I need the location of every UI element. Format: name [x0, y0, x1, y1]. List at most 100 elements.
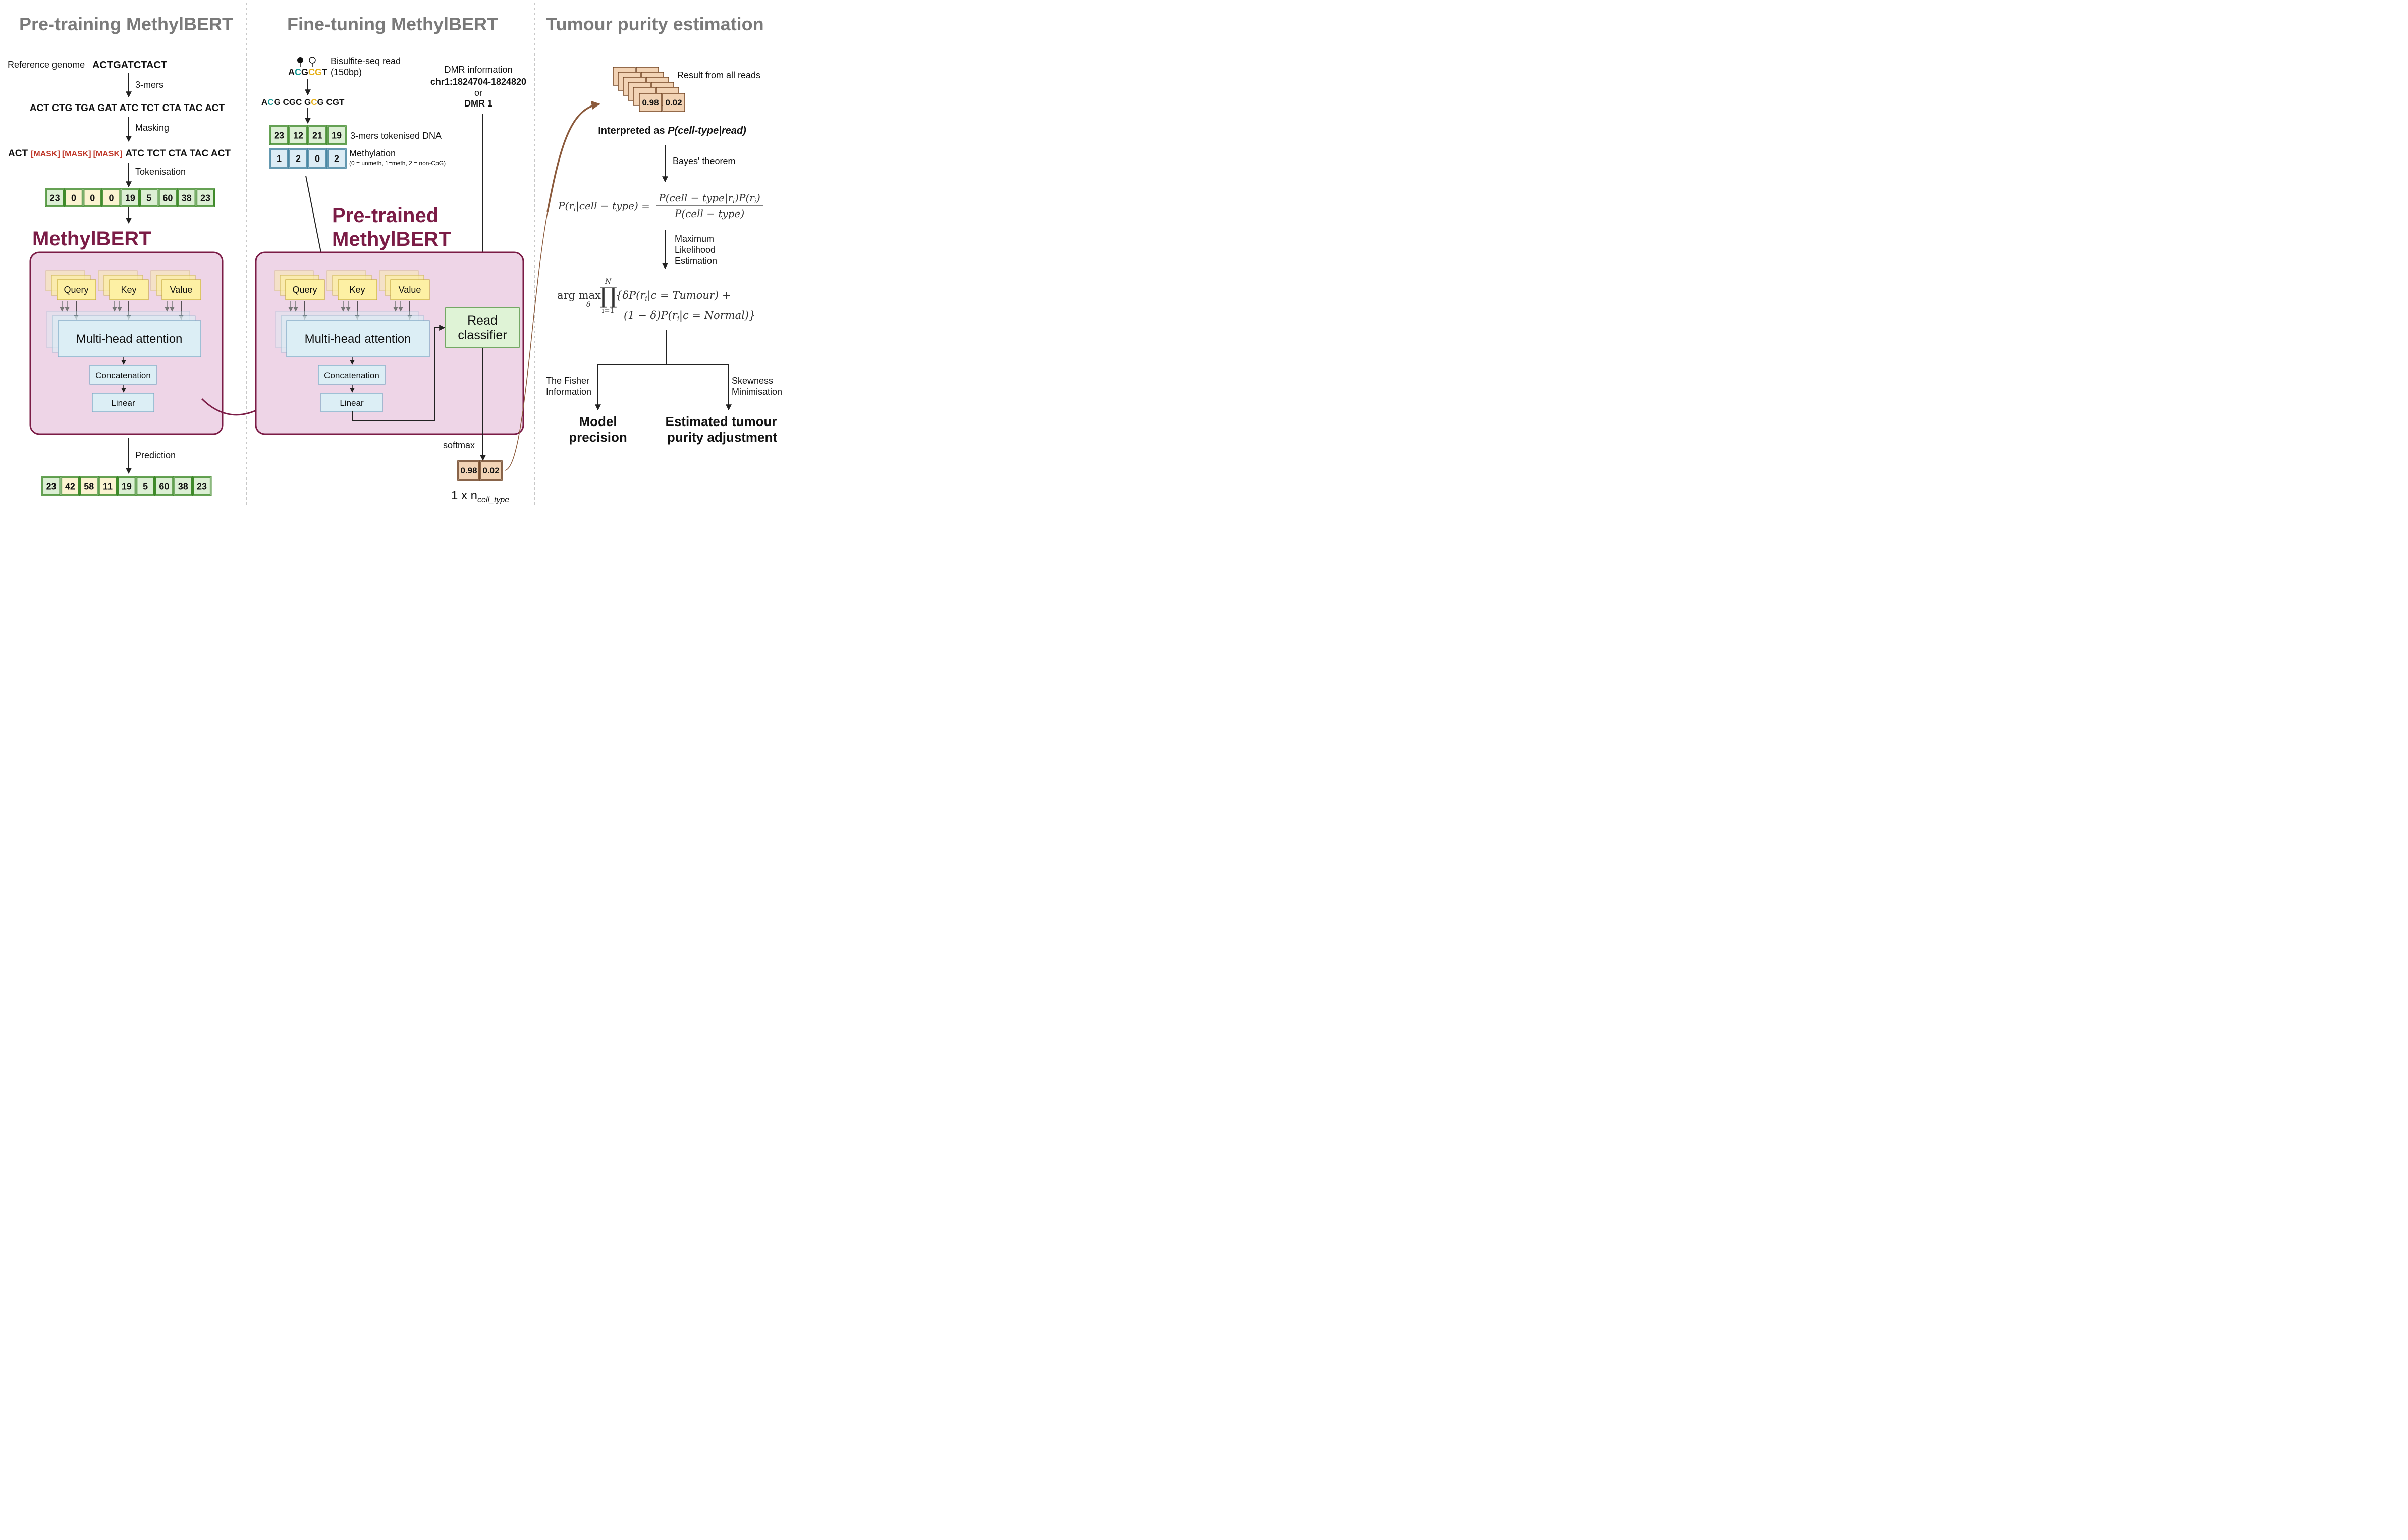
finetuning-mha: Multi-head attention	[275, 311, 430, 357]
mle-upper: N	[605, 278, 612, 286]
read-label-line1: Bisulfite-seq read	[331, 56, 401, 66]
pretraining-token-box	[46, 189, 64, 206]
model-title-pretraining: MethylBERT	[32, 228, 151, 250]
pretraining-linear-label: Linear	[111, 398, 135, 408]
prediction-token-5: 19	[117, 476, 137, 496]
finetuning-value-label: Value	[399, 285, 421, 295]
prediction-token-value: 19	[122, 481, 132, 491]
mle-line1: {δP(ri|c = Tumour) +	[616, 289, 731, 303]
result-value: 0.98	[642, 98, 659, 108]
methylation-note: (0 = unmeth, 1=meth, 2 = non-CpG)	[349, 160, 446, 167]
product-symbol: ∏	[599, 283, 617, 309]
methylation-token-box	[327, 149, 346, 168]
dmr-label: DMR information	[444, 65, 512, 75]
prediction-token-box	[80, 477, 98, 495]
mle-line2: (1 − δ)P(ri|c = Normal)}	[624, 309, 755, 323]
step-masking: Masking	[135, 123, 169, 133]
arrow-tokens-model	[305, 175, 325, 263]
pretraining-token-6: 5	[139, 188, 159, 207]
methylation-token-value: 2	[296, 153, 301, 164]
mask-token-1: [MASK]	[31, 150, 60, 158]
pretraining-token-3: 0	[82, 188, 102, 207]
read-classifier-line2: classifier	[458, 328, 507, 342]
unmethylated-cpg-icon	[309, 57, 316, 64]
kmers-seq: ACT CTG TGA GAT ATC TCT CTA TAC ACT	[30, 103, 225, 114]
prediction-token-2: 42	[60, 476, 80, 496]
output-purity-2: purity adjustment	[667, 430, 777, 445]
finetuning-query-stack: Query	[274, 270, 325, 320]
dna-token-4: 19	[326, 125, 347, 145]
output-model-precision-2: precision	[569, 430, 627, 445]
classifier-output-2: 0.02	[479, 460, 503, 481]
pretraining-token-box	[140, 189, 158, 206]
finetuning-concat: Concatenation	[318, 365, 386, 385]
pretraining-value-stack: Value	[150, 270, 201, 320]
prediction-token-box	[155, 477, 173, 495]
pretraining-token-value: 19	[125, 193, 135, 203]
figure-canvas: Pre-training MethylBERT Fine-tuning Meth…	[8, 3, 782, 507]
methylation-label: Methylation	[349, 148, 396, 158]
sequence-letter: T	[322, 67, 327, 77]
bayes-denominator: P(cell − type)	[674, 207, 744, 220]
pretraining-mha-box	[58, 320, 201, 357]
finetuning-linear-label: Linear	[340, 398, 364, 408]
dna-token-value: 12	[293, 130, 303, 140]
ref-genome-label: Reference genome	[8, 60, 85, 70]
prediction-token-value: 42	[65, 481, 75, 491]
classifier-output-row: 0.98 0.02	[457, 460, 503, 481]
result-label: Result from all reads	[677, 70, 760, 80]
methylation-token-value: 0	[315, 153, 320, 164]
mle-lower: i=1	[601, 307, 614, 315]
finetuning-key-label: Key	[349, 285, 365, 295]
pretraining-query-stack: Query	[45, 270, 96, 320]
pretraining-token-value: 38	[182, 193, 192, 203]
dna-token-value: 19	[332, 130, 342, 140]
step-mle-2: Likelihood	[675, 245, 716, 255]
model-title-ft-2: MethylBERT	[332, 228, 451, 250]
prediction-token-box	[61, 477, 79, 495]
bayes-lhs: P(ri|cell − type) =	[558, 200, 650, 214]
right-branch-label-2: Minimisation	[732, 387, 782, 397]
classifier-output-value: 0.02	[482, 466, 499, 475]
prediction-token-8: 38	[173, 476, 193, 496]
title-finetuning: Fine-tuning MethylBERT	[287, 14, 498, 34]
pretraining-token-box	[121, 189, 139, 206]
prediction-token-box	[174, 477, 192, 495]
step-mle-1: Maximum	[675, 234, 714, 244]
prediction-token-4: 11	[98, 476, 118, 496]
prediction-token-6: 5	[135, 476, 155, 496]
pretraining-token-value: 0	[90, 193, 95, 203]
prediction-token-value: 23	[197, 481, 207, 491]
pretraining-mha: Multi-head attention	[46, 311, 201, 357]
title-pretraining: Pre-training MethylBERT	[19, 14, 233, 34]
sequence-letter: G CGT	[317, 97, 345, 107]
pretraining-token-value: 5	[146, 193, 151, 203]
finetuning-linear: Linear	[320, 393, 383, 412]
prediction-token-3: 58	[79, 476, 99, 496]
read-classifier-box	[445, 307, 520, 348]
pretraining-token-box	[158, 189, 177, 206]
sequence-letter: G CGC G	[274, 97, 311, 107]
dna-token-box	[270, 126, 288, 144]
dna-token-value: 23	[274, 130, 284, 140]
prediction-token-value: 23	[46, 481, 57, 491]
finetuning-query-label: Query	[292, 285, 317, 295]
masked-prefix: ACT	[8, 148, 28, 159]
prediction-token-value: 58	[84, 481, 94, 491]
sequence-letter: C	[295, 67, 301, 77]
methylbert-figure: Pre-training MethylBERT Fine-tuning Meth…	[0, 0, 787, 509]
sequence-letter: A	[261, 97, 267, 107]
prediction-token-box	[118, 477, 136, 495]
methylation-token-2: 2	[288, 148, 308, 169]
finetuning-concat-label: Concatenation	[324, 370, 379, 380]
classifier-output-value: 0.98	[460, 466, 477, 475]
pretraining-token-box	[102, 189, 120, 206]
methylation-token-value: 2	[334, 153, 339, 164]
sequence-letter: A	[288, 67, 295, 77]
classifier-output-box	[458, 461, 479, 480]
mle-delta: δ	[586, 301, 590, 309]
